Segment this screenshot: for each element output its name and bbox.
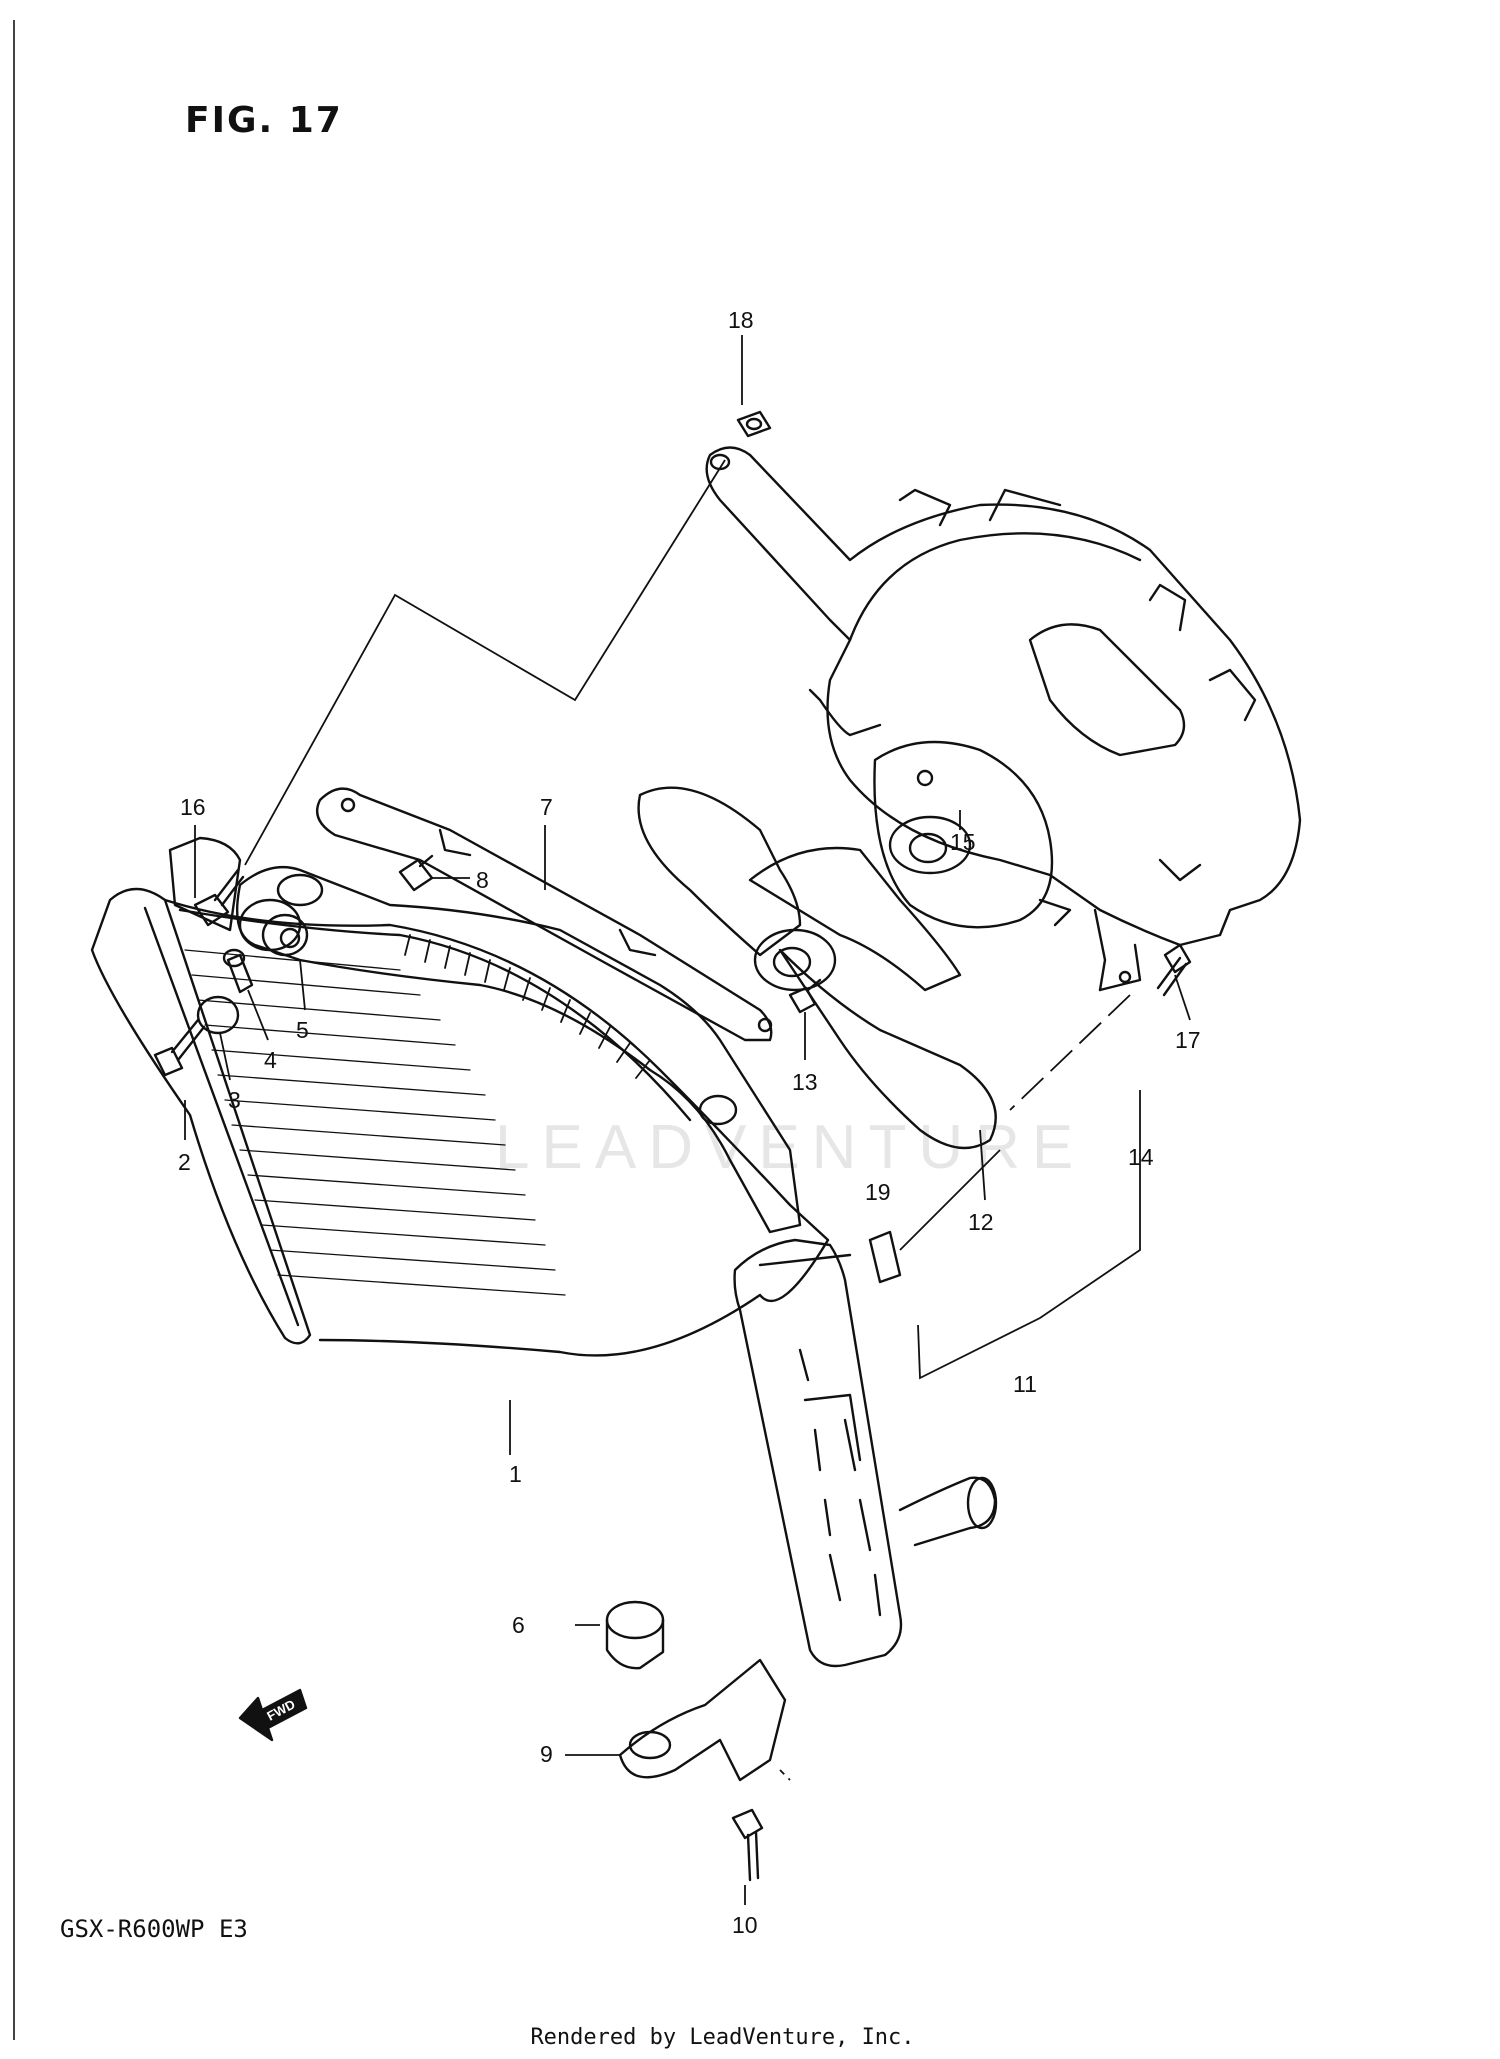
- left-mount-bracket: [168, 836, 242, 932]
- callout-11: 11: [1013, 1371, 1037, 1397]
- fan-shroud: [705, 446, 1302, 992]
- nut-18: [736, 410, 772, 438]
- radiator-side-tank: [733, 1238, 998, 1668]
- screw-13: [788, 978, 822, 1014]
- callout-6: 6: [512, 1612, 525, 1638]
- bolt-16: [193, 868, 245, 927]
- callout-12: 12: [968, 1209, 994, 1235]
- fwd-arrow: [238, 1688, 308, 1742]
- fan-motor: [873, 740, 1072, 929]
- bolt-8: [398, 854, 434, 892]
- brace-hole: [757, 1017, 773, 1033]
- callout-16: 16: [180, 794, 206, 820]
- washer-3: [196, 995, 240, 1035]
- radiator-top-rail: [236, 866, 802, 1234]
- radiator: [90, 887, 830, 1357]
- callout-9: 9: [540, 1741, 553, 1767]
- callout-4: 4: [264, 1047, 277, 1073]
- mount-hole: [276, 873, 324, 907]
- callout-8: 8: [476, 867, 489, 893]
- callout-7: 7: [540, 794, 553, 820]
- callout-18: 18: [728, 307, 754, 333]
- collar-4: [222, 948, 254, 994]
- callout-13: 13: [792, 1069, 818, 1095]
- callout-2: 2: [178, 1149, 191, 1175]
- bolt-2: [153, 1018, 206, 1077]
- bracket-9: [618, 1658, 787, 1782]
- callout-3: 3: [228, 1087, 241, 1113]
- bolt-17: [1156, 943, 1192, 997]
- callout-15: 15: [950, 829, 976, 855]
- grommet-6: [605, 1600, 665, 1670]
- callout-17: 17: [1175, 1027, 1201, 1053]
- mount-hole: [698, 1094, 738, 1126]
- model-code: GSX-R600WP E3: [60, 1915, 248, 1943]
- callout-19: 19: [865, 1179, 891, 1205]
- callout-14: 14: [1128, 1144, 1154, 1170]
- figure-title: FIG. 17: [185, 100, 343, 141]
- bolt-10: [731, 1808, 764, 1882]
- brace-hole: [340, 797, 356, 813]
- grommet-5: [238, 898, 309, 957]
- clip-19: [868, 1230, 902, 1284]
- leader-lines: [184, 335, 1191, 1905]
- callout-10: 10: [732, 1912, 758, 1938]
- fan-blade: [637, 786, 997, 1150]
- render-credit: Rendered by LeadVenture, Inc.: [530, 2025, 915, 2050]
- callout-5: 5: [296, 1017, 309, 1043]
- watermark: LEADVENTURE: [495, 1113, 1085, 1182]
- callout-1: 1: [509, 1461, 522, 1487]
